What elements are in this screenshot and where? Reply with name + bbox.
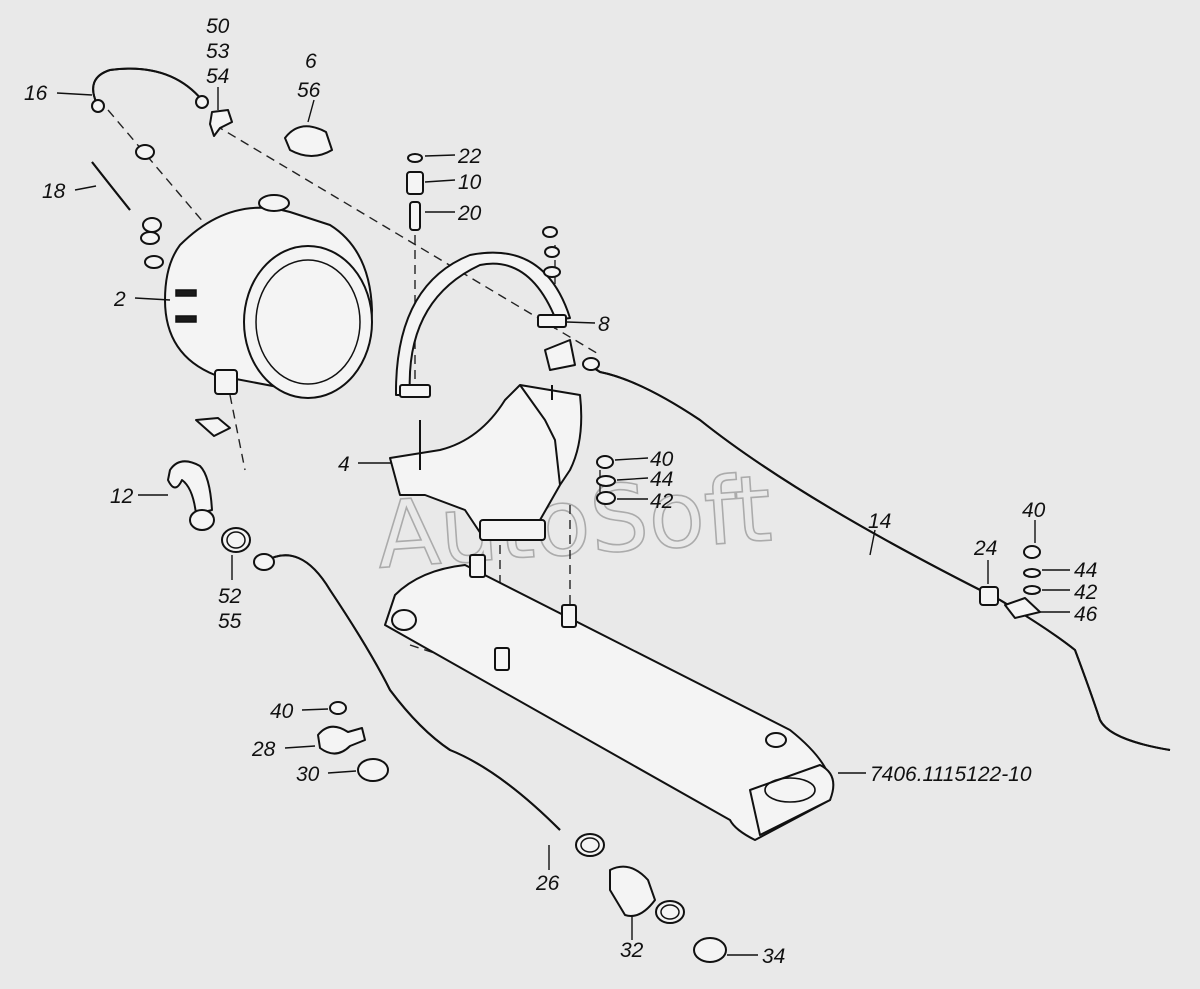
clip-group-left [317,701,389,782]
label-14: 14 [868,510,891,533]
label-7406-1115122-10: 7406.1115122-10 [870,763,1032,786]
label-12: 12 [110,485,134,508]
radiator-tank [384,554,835,841]
label-52: 52 [218,585,242,608]
label-18: 18 [42,180,66,203]
bottom-parts [575,833,727,963]
label-55: 55 [218,610,242,633]
assembly-lines [107,109,791,761]
label-10: 10 [458,171,482,194]
filler-cap-6 [284,125,333,157]
clamp-52 [221,527,251,553]
label-40-a: 40 [650,448,674,471]
label-42-b: 42 [1074,581,1098,604]
long-hose-26 [253,553,561,831]
label-46: 46 [1074,603,1098,626]
label-28: 28 [251,738,276,761]
label-56: 56 [297,79,321,102]
hose-16 [91,67,209,113]
bracket-4 [389,384,583,541]
label-53: 53 [206,40,230,63]
label-44-a: 44 [650,468,673,491]
label-8: 8 [598,313,610,336]
label-22: 22 [457,145,482,168]
label-40-c: 40 [270,700,294,723]
tube-14 [582,357,1171,751]
label-30: 30 [296,763,320,786]
label-26: 26 [535,872,560,895]
leader-lines [56,87,1070,956]
strap-8 [394,226,576,398]
label-16: 16 [24,82,48,105]
small-clamps [135,144,164,269]
label-20: 20 [457,202,482,225]
label-2: 2 [113,288,126,311]
label-54: 54 [206,65,229,88]
label-40-b: 40 [1022,499,1046,522]
label-24: 24 [973,537,997,560]
callout-labels: 50 53 54 6 56 16 18 2 22 10 20 8 4 40 44… [24,15,1098,968]
nut-stack-right [596,455,616,505]
label-34: 34 [762,945,785,968]
fitting-54 [209,109,233,137]
label-42-a: 42 [650,490,674,513]
label-50: 50 [206,15,230,38]
stud-stack [406,153,424,231]
label-32: 32 [620,939,644,962]
expansion-tank [164,194,373,399]
label-44-b: 44 [1074,559,1097,582]
label-4: 4 [338,453,350,476]
drain-fitting [195,417,231,437]
elbow-hose-12 [167,460,215,531]
label-6: 6 [305,50,317,73]
hose-18 [91,161,131,211]
